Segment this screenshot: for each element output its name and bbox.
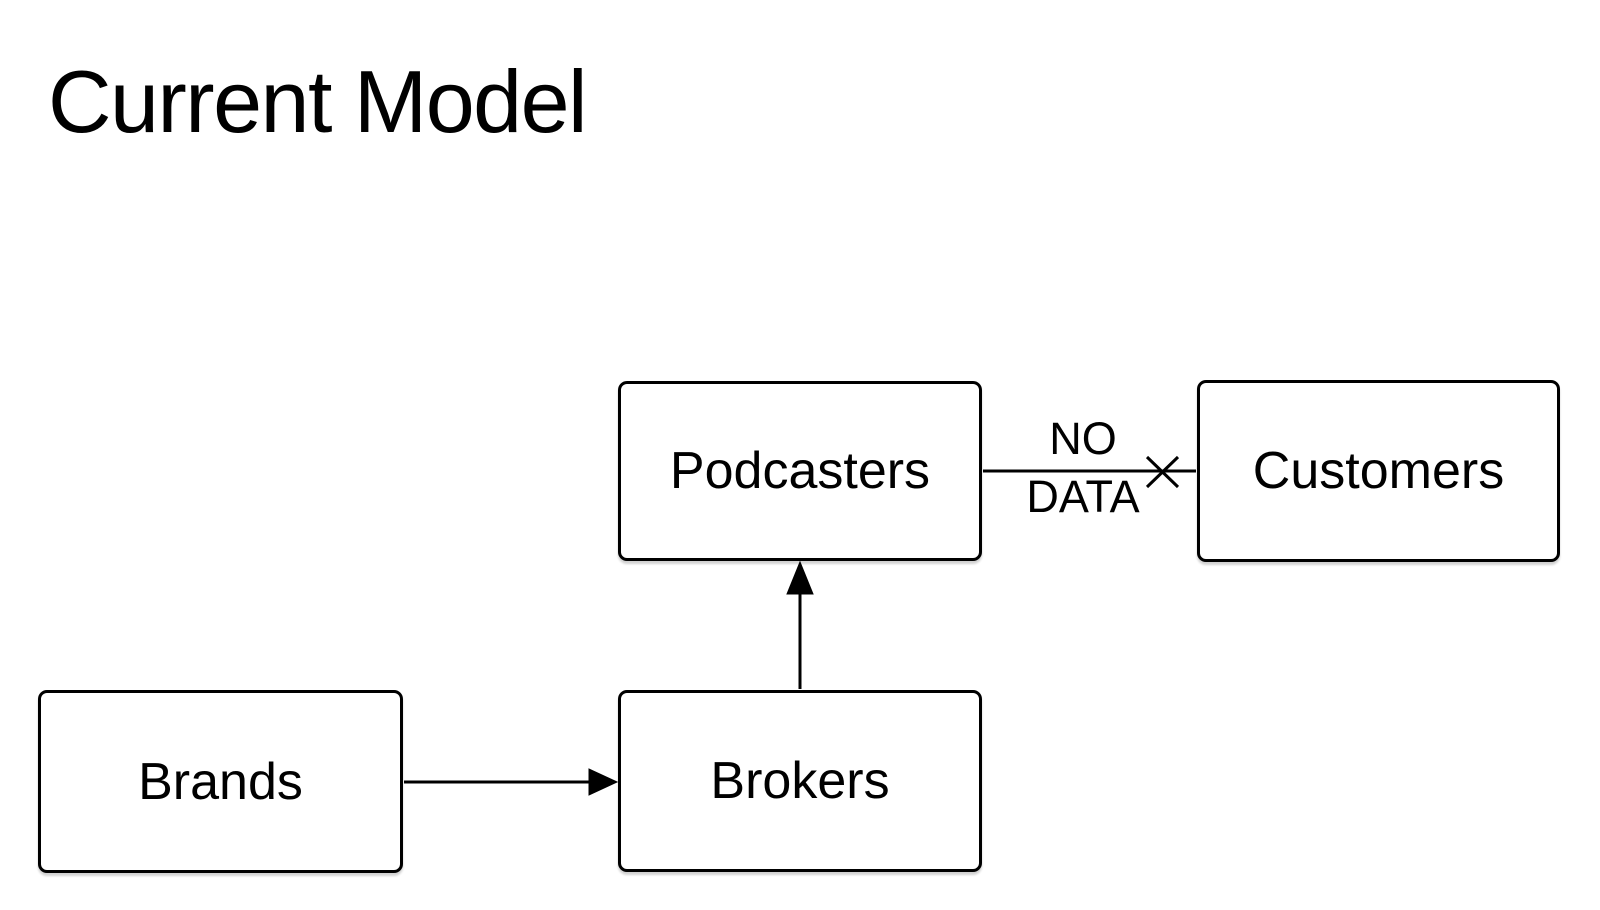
connector-podcasters-to-customers (983, 455, 1196, 489)
connector-brands-to-brokers (404, 768, 619, 796)
node-brands-label: Brands (138, 752, 303, 811)
node-customers: Customers (1197, 380, 1560, 562)
no-data-label-line1: NO (1049, 413, 1117, 464)
no-data-label-line2: DATA (1026, 471, 1140, 522)
no-data-cross-icon (1145, 455, 1180, 489)
node-podcasters-label: Podcasters (669, 442, 931, 500)
arrowhead-up-icon (786, 560, 814, 595)
node-brokers-label: Brokers (710, 752, 890, 810)
connector-brokers-to-podcasters (786, 560, 814, 689)
slide-title: Current Model (48, 52, 588, 151)
node-customers-label: Customers (1252, 442, 1505, 500)
arrowhead-right-icon (588, 768, 619, 796)
node-podcasters: Podcasters (618, 381, 982, 561)
no-data-label: NO DATA (958, 415, 1208, 520)
node-brands: Brands (38, 690, 403, 873)
node-brokers: Brokers (618, 690, 982, 872)
